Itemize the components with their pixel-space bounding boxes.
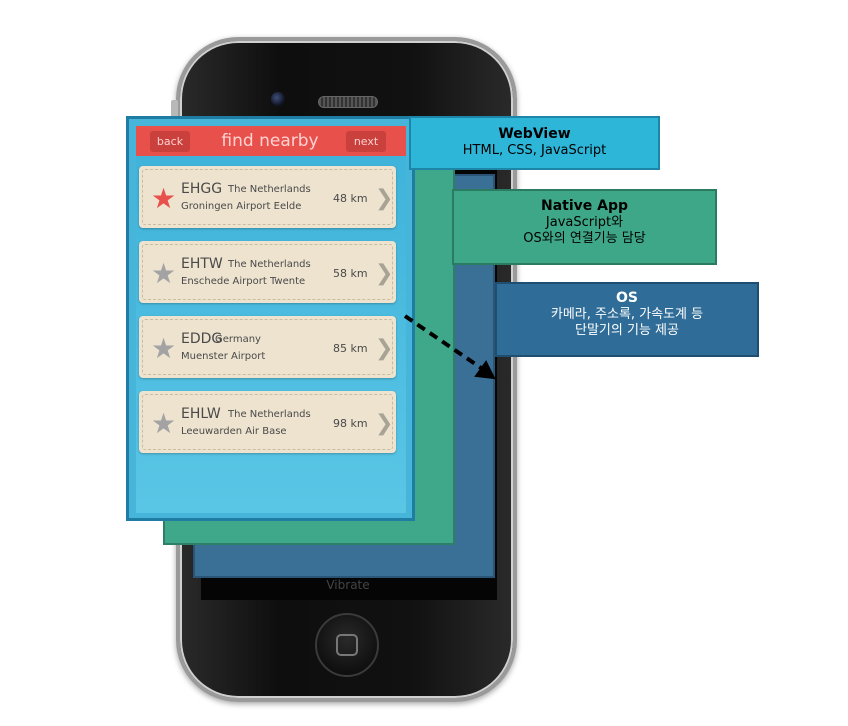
airport-distance: 48 km bbox=[333, 192, 368, 205]
earpiece-speaker bbox=[318, 96, 378, 108]
native-app-label: Native App JavaScript와 OS와의 연결기능 담당 bbox=[452, 189, 717, 265]
airport-card[interactable]: ★ EDDG Germany Muenster Airport 85 km ❯ bbox=[139, 316, 396, 378]
chevron-right-icon: ❯ bbox=[375, 336, 394, 361]
chevron-right-icon: ❯ bbox=[375, 186, 394, 211]
star-icon[interactable]: ★ bbox=[151, 257, 177, 290]
star-icon[interactable]: ★ bbox=[151, 182, 177, 215]
airport-code: EHLW bbox=[181, 406, 221, 422]
airport-code: EHGG bbox=[181, 181, 223, 197]
chevron-right-icon: ❯ bbox=[375, 261, 394, 286]
airport-country: Germany bbox=[215, 334, 261, 345]
chevron-right-icon: ❯ bbox=[375, 411, 394, 436]
star-icon[interactable]: ★ bbox=[151, 407, 177, 440]
back-button[interactable]: back bbox=[150, 131, 190, 152]
webview-label: WebView HTML, CSS, JavaScript bbox=[409, 116, 660, 170]
airport-card[interactable]: ★ EHTW The Netherlands Enschede Airport … bbox=[139, 241, 396, 303]
mute-switch bbox=[171, 100, 178, 118]
front-camera bbox=[271, 92, 285, 106]
airport-card[interactable]: ★ EHLW The Netherlands Leeuwarden Air Ba… bbox=[139, 391, 396, 453]
webview-label-line: HTML, CSS, JavaScript bbox=[462, 143, 607, 158]
airport-card[interactable]: ★ EHGG The Netherlands Groningen Airport… bbox=[139, 166, 396, 228]
native-app-label-title: Native App bbox=[540, 198, 629, 214]
os-label-line: 카메라, 주소록, 가속도계 등 bbox=[550, 307, 704, 322]
airport-name: Groningen Airport Eelde bbox=[181, 201, 302, 212]
airport-country: The Netherlands bbox=[228, 184, 311, 195]
home-square-icon bbox=[336, 634, 358, 656]
hidden-screen-text: Vibrate bbox=[326, 578, 370, 592]
airport-country: The Netherlands bbox=[228, 409, 311, 420]
airport-country: The Netherlands bbox=[228, 259, 311, 270]
native-app-label-line: OS와의 연결기능 담당 bbox=[523, 231, 646, 246]
os-label-line: 단말기의 기능 제공 bbox=[575, 323, 679, 338]
airport-code: EHTW bbox=[181, 256, 223, 272]
airport-name: Enschede Airport Twente bbox=[181, 276, 306, 287]
page-title: find nearby bbox=[221, 131, 319, 151]
native-app-label-line: JavaScript와 bbox=[545, 215, 624, 230]
airport-distance: 58 km bbox=[333, 267, 368, 280]
home-button bbox=[315, 613, 379, 677]
airport-name: Leeuwarden Air Base bbox=[181, 426, 287, 437]
webview-label-title: WebView bbox=[498, 126, 571, 142]
airport-code: EDDG bbox=[181, 331, 223, 347]
star-icon[interactable]: ★ bbox=[151, 332, 177, 365]
next-button[interactable]: next bbox=[346, 131, 386, 152]
airport-name: Muenster Airport bbox=[181, 351, 266, 362]
os-label: OS 카메라, 주소록, 가속도계 등 단말기의 기능 제공 bbox=[495, 282, 759, 357]
airport-distance: 98 km bbox=[333, 417, 368, 430]
os-label-title: OS bbox=[616, 290, 638, 306]
airport-distance: 85 km bbox=[333, 342, 368, 355]
